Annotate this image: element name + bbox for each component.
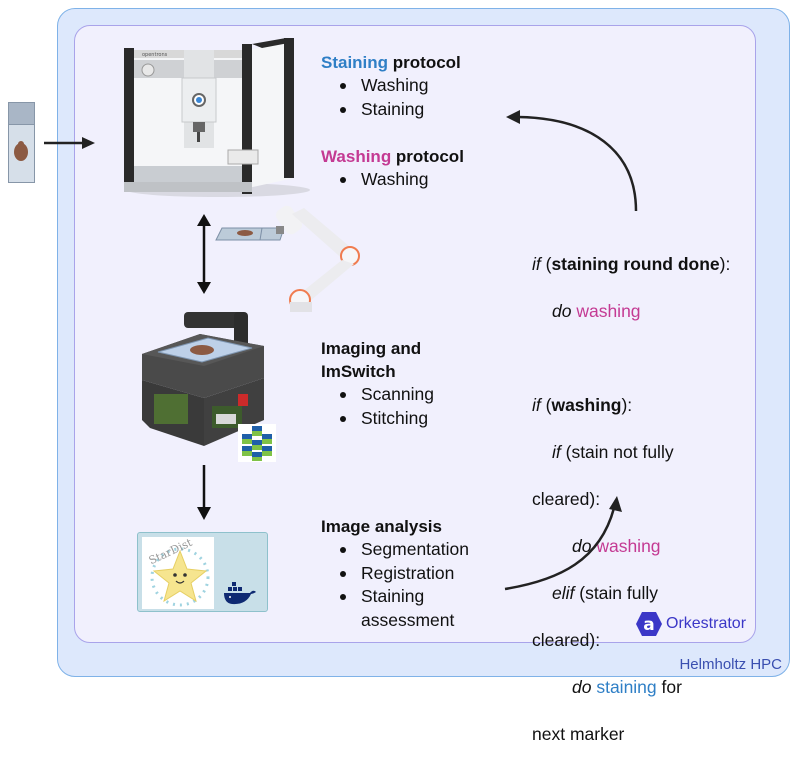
carried-slide-image: [215, 227, 285, 241]
logic-line: if (stain not fully: [552, 441, 674, 462]
svg-text:opentrons: opentrons: [142, 52, 168, 58]
imaging-block: Imaging and ImSwitch Scanning Stitching: [321, 337, 434, 430]
arrow-microscope-to-analysis: [197, 465, 211, 520]
logic-line: do washing: [552, 300, 641, 321]
staining-protocol-block: Staining protocol Washing Staining: [321, 51, 461, 121]
washing-protocol-block: Washing protocol Washing: [321, 145, 464, 192]
logic-line: cleared):: [532, 488, 601, 509]
imaging-title-line1: Imaging and: [321, 339, 422, 358]
logic-line: do washing: [572, 535, 661, 556]
logic-line: cleared):: [532, 629, 601, 650]
helmholtz-hpc-label: Helmholtz HPC: [679, 656, 782, 673]
staining-protocol-item: Washing: [340, 74, 461, 98]
orkestrator-badge: a Orkestrator: [636, 612, 746, 636]
washing-protocol-title: Washing protocol: [321, 147, 464, 166]
arrow-slide-to-robot: [44, 137, 95, 149]
analysis-item: Segmentation: [340, 538, 469, 562]
staining-protocol-item: Staining: [340, 98, 461, 122]
washing-protocol-item: Washing: [340, 168, 464, 192]
analysis-item-continuation: assessment: [361, 609, 455, 630]
imswitch-logo: [238, 424, 276, 462]
imaging-item: Stitching: [340, 407, 434, 431]
analysis-item: Staining: [340, 585, 469, 609]
tissue-slide-image: [8, 102, 35, 183]
analysis-title: Image analysis: [321, 517, 442, 536]
analysis-block: Image analysis Segmentation Registration…: [321, 515, 469, 632]
stardist-logo: StarDist: [142, 536, 214, 609]
arrow-logic-to-protocols: [506, 110, 638, 212]
logic-line: next marker: [532, 723, 625, 744]
arrow-robot-microscope: [197, 214, 211, 294]
logic-line: elif (stain fully: [552, 582, 659, 603]
robot-arm-image: [275, 205, 360, 312]
microscope-image: [142, 312, 264, 446]
docker-logo: [224, 582, 256, 605]
analysis-item: Registration: [340, 562, 469, 586]
imaging-title-line2: ImSwitch: [321, 362, 396, 381]
orkestrator-label: Orkestrator: [666, 615, 747, 632]
staining-protocol-title: Staining protocol: [321, 53, 461, 72]
svg-text:a: a: [643, 615, 654, 635]
opentrons-robot-image: opentrons: [124, 38, 310, 197]
imaging-item: Scanning: [340, 383, 434, 407]
arrow-analysis-to-logic: [504, 496, 622, 591]
orkestrator-logo-icon: a: [636, 612, 662, 636]
logic-line: if (staining round done):: [532, 253, 731, 274]
logic-line: if (washing):: [532, 394, 633, 415]
